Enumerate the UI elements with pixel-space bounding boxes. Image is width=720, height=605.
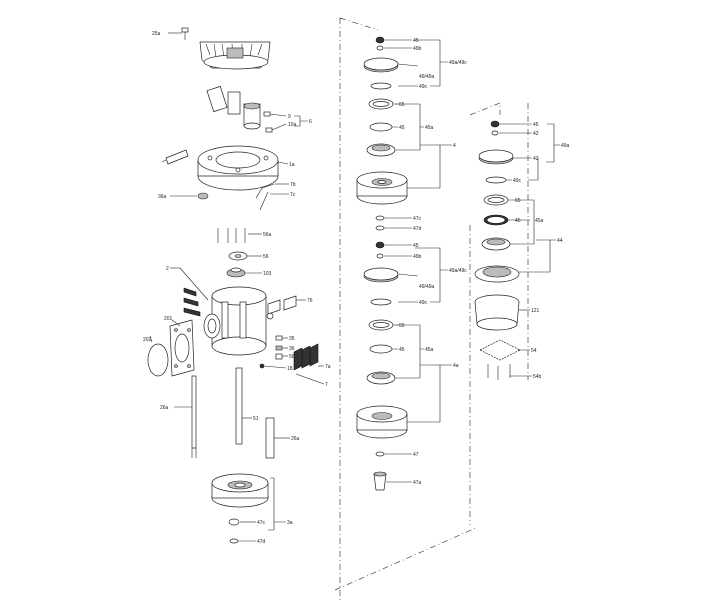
label-10a: 10a xyxy=(288,122,297,128)
label-25a: 25a xyxy=(152,31,161,37)
label-36: 36 xyxy=(289,346,295,352)
ring-202 xyxy=(147,335,169,377)
label-1a: 1a xyxy=(289,162,295,168)
label-45-right-lower: 45 xyxy=(515,218,521,224)
label-49a-right: 49a xyxy=(561,143,570,149)
label-45-top: 45 xyxy=(413,38,419,44)
label-45a-right: 45a xyxy=(535,218,544,224)
right-assembly xyxy=(474,120,560,380)
label-45-mid: 45 xyxy=(399,125,405,131)
label-202: 202 xyxy=(143,337,152,343)
label-47d-left: 47d xyxy=(257,539,266,545)
part-103 xyxy=(226,267,262,278)
label-42-right-top: 42 xyxy=(533,131,539,137)
label-47c-left: 47c xyxy=(257,520,266,526)
label-4a: 4a xyxy=(453,363,459,369)
screw-25a xyxy=(168,27,189,40)
label-45-lower2: 45 xyxy=(399,347,405,353)
label-9: 9 xyxy=(288,114,291,120)
label-3a: 3a xyxy=(287,520,293,526)
flange-1a xyxy=(197,145,289,191)
label-45-right: 45 xyxy=(533,122,539,128)
label-26a-left: 26a xyxy=(160,405,169,411)
label-47: 47 xyxy=(413,452,419,458)
label-42-right: 42 xyxy=(533,156,539,162)
bolt-7b xyxy=(255,183,289,211)
small-fittings xyxy=(259,335,288,369)
label-49c-right: 49c xyxy=(513,178,522,184)
label-56a-lower: 56a xyxy=(289,354,298,360)
label-26a-right: 26a xyxy=(291,436,300,442)
tie-rod-left xyxy=(174,375,197,458)
label-47d-mid: 47d xyxy=(413,226,422,232)
label-121: 121 xyxy=(531,308,540,314)
label-49c-top: 49c xyxy=(419,84,428,90)
label-65-right: 65 xyxy=(515,198,521,204)
clip-left xyxy=(161,149,189,165)
label-49-49a-lower: 49/49a xyxy=(419,284,435,290)
part-76 xyxy=(267,295,306,315)
label-49b-lower: 49b xyxy=(413,254,422,260)
label-65-top: 65 xyxy=(399,102,405,108)
label-103: 103 xyxy=(263,271,272,277)
label-18: 18 xyxy=(287,366,293,372)
coupling-parts xyxy=(206,85,308,133)
label-49a-49c-lower: 49a/49c xyxy=(449,268,467,274)
clips-upper-left xyxy=(183,287,201,317)
label-51: 51 xyxy=(253,416,259,422)
shaft-51 xyxy=(235,367,252,445)
bolts-56a xyxy=(217,228,262,243)
callout-labels: 25a 9 10a 6 1a 7b 7c 36a 56a 56 103 2 76… xyxy=(143,31,570,545)
label-7c: 7c xyxy=(290,192,296,198)
label-45a-top: 45a xyxy=(425,125,434,131)
label-49c-lower: 49c xyxy=(419,300,428,306)
label-45-lower: 45 xyxy=(413,243,419,249)
boundary-lines xyxy=(334,17,529,600)
pump-head-2 xyxy=(170,267,274,356)
label-47c-mid: 47c xyxy=(413,216,422,222)
flange-plate-201 xyxy=(169,319,195,377)
label-47a: 47a xyxy=(413,480,422,486)
tie-rod-right xyxy=(265,417,290,459)
label-54b: 54b xyxy=(533,374,542,380)
label-36a: 36a xyxy=(158,194,167,200)
label-6: 6 xyxy=(309,119,312,125)
label-56: 56 xyxy=(263,254,269,260)
label-56a: 56a xyxy=(263,232,272,238)
label-4: 4 xyxy=(453,143,456,149)
label-54: 54 xyxy=(531,348,537,354)
label-45a-lower: 45a xyxy=(425,347,434,353)
left-assembly xyxy=(147,27,325,544)
label-35: 35 xyxy=(289,336,295,342)
label-7: 7 xyxy=(325,382,328,388)
label-49a-49c-top: 49a/49c xyxy=(449,60,467,66)
label-44: 44 xyxy=(557,238,563,244)
label-7b: 7b xyxy=(290,182,296,188)
stage-3a xyxy=(211,473,286,544)
label-76: 76 xyxy=(307,298,313,304)
label-201: 201 xyxy=(164,316,173,322)
label-7a: 7a xyxy=(325,364,331,370)
washer-56 xyxy=(228,251,262,261)
label-49b-top: 49b xyxy=(413,46,422,52)
nut-36a xyxy=(170,192,209,200)
motor-adapter xyxy=(199,41,271,70)
label-2: 2 xyxy=(166,266,169,272)
middle-assembly xyxy=(356,36,452,491)
label-49-49a-top: 49/49a xyxy=(419,74,435,80)
clips-7a xyxy=(293,343,325,385)
label-65-lower: 65 xyxy=(399,323,405,329)
